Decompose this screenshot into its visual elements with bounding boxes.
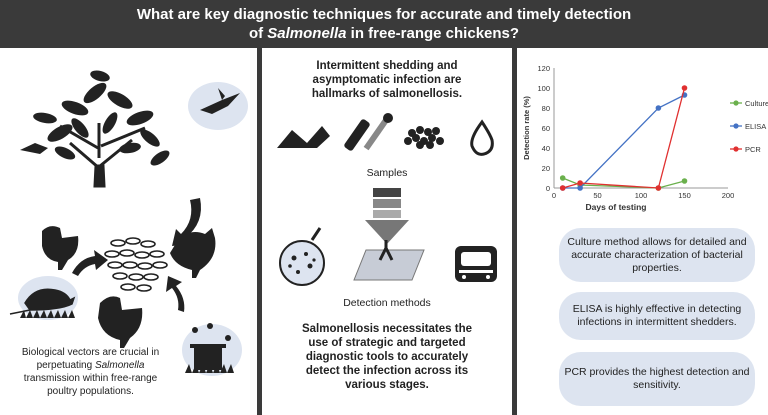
detection-label: Detection methods — [343, 297, 431, 309]
grass-icon — [185, 364, 234, 373]
intro-line: asymptomatic infection are — [312, 74, 462, 86]
title-suffix: in free-range chickens? — [346, 25, 520, 42]
arrow-icon — [172, 198, 201, 246]
conclusion-text: Salmonellosis necessitates the use of st… — [262, 322, 512, 392]
x-tick-label: 150 — [678, 191, 691, 200]
caption-line: transmission within free-range — [23, 373, 158, 384]
culture-summary: Culture method allows for detailed and a… — [559, 228, 755, 282]
tree-canopy-icon — [33, 70, 170, 166]
legend-label: ELISA — [745, 122, 766, 131]
data-point-pcr — [681, 85, 688, 91]
vectors-caption: Biological vectors are crucial in perpet… — [8, 346, 173, 398]
caption-line: perpetuating Salmonella — [8, 359, 173, 372]
divider — [512, 48, 517, 415]
arrow-icon — [166, 276, 185, 312]
feed-pellets-icon — [404, 126, 444, 149]
x-tick-label: 0 — [552, 191, 556, 200]
vectors-illustration — [9, 70, 248, 376]
x-tick-label: 50 — [593, 191, 601, 200]
conclusion-line: various stages. — [345, 379, 429, 391]
water-drop-icon — [470, 119, 494, 156]
series-line-pcr — [562, 87, 686, 189]
chicken-icon — [170, 228, 216, 278]
rat-icon — [9, 288, 76, 315]
colonies — [288, 252, 316, 274]
culture-plate-icon — [279, 240, 325, 286]
series-line-culture — [562, 177, 685, 189]
bird-icon — [20, 143, 48, 154]
legend-marker — [733, 123, 739, 129]
divider — [257, 48, 262, 415]
data-point-pcr — [577, 180, 583, 186]
chicken-icon — [42, 226, 79, 270]
y-tick-label: 100 — [537, 84, 550, 93]
title-line-1: What are key diagnostic techniques for a… — [136, 6, 632, 23]
methods-panel: Intermittent shedding and asymptomatic i… — [262, 48, 512, 415]
x-tick-label: 100 — [635, 191, 648, 200]
title-banner: What are key diagnostic techniques for a… — [0, 0, 768, 48]
legend-label: Culture — [745, 99, 768, 108]
feces-icon — [277, 126, 330, 148]
vectors-panel: Biological vectors are crucial in perpet… — [0, 48, 257, 415]
chicken-icon — [98, 296, 143, 348]
caption-italic: Salmonella — [94, 360, 145, 371]
legend-marker — [733, 100, 739, 106]
methods-illustration — [277, 113, 497, 286]
pcr-machine-icon — [455, 246, 497, 282]
title-italic: Salmonella — [267, 25, 347, 42]
bee-icon — [192, 323, 231, 341]
data-point-elisa — [655, 105, 662, 111]
data-point-pcr — [559, 185, 566, 191]
intro-line: Intermittent shedding and — [316, 60, 458, 72]
arrow-icon — [72, 250, 108, 276]
legend-marker — [733, 146, 739, 152]
data-point-culture — [559, 175, 566, 181]
y-tick-label: 80 — [542, 104, 550, 113]
tree-trunk-icon — [59, 123, 146, 188]
swab-icon — [344, 113, 393, 151]
data-point-culture — [681, 178, 688, 184]
y-axis-label: Detection rate (%) — [522, 96, 531, 160]
elisa-summary: ELISA is highly effective in detecting i… — [559, 292, 755, 340]
y-tick-label: 0 — [546, 184, 550, 193]
beehive-roof — [190, 344, 226, 348]
hummingbird-icon — [200, 88, 240, 114]
conclusion-line: diagnostic tools to accurately — [305, 351, 469, 363]
title-line-2: of Salmonella in free-range chickens? — [0, 24, 768, 43]
down-arrow-icon — [365, 188, 409, 244]
grass-icon — [20, 310, 75, 318]
data-point-elisa — [577, 185, 583, 191]
samples-label: Samples — [366, 167, 408, 179]
x-tick-label: 200 — [722, 191, 735, 200]
conclusion-line: use of strategic and targeted — [308, 337, 466, 349]
y-tick-label: 120 — [537, 64, 550, 73]
x-axis-label: Days of testing — [586, 202, 647, 212]
caption-text: perpetuating — [36, 360, 95, 371]
beehive-icon — [194, 346, 222, 370]
pcr-summary: PCR provides the highest detection and s… — [559, 352, 755, 406]
conclusion-line: Salmonellosis necessitates the — [301, 323, 473, 335]
title-prefix: of — [248, 25, 268, 42]
data-point-pcr — [655, 185, 662, 191]
intro-text: Intermittent shedding and asymptomatic i… — [262, 59, 512, 101]
y-tick-label: 40 — [542, 144, 550, 153]
series-line-elisa — [562, 94, 685, 189]
y-tick-label: 60 — [542, 124, 550, 133]
caption-line: Biological vectors are crucial in — [21, 347, 160, 358]
elisa-plate-icon — [353, 240, 425, 281]
caption-line: poultry populations. — [47, 386, 134, 397]
conclusion-line: detect the infection across its — [305, 365, 469, 377]
intro-line: hallmarks of salmonellosis. — [311, 88, 463, 100]
y-tick-label: 20 — [542, 164, 550, 173]
loop-handle — [310, 227, 322, 241]
legend-label: PCR — [745, 145, 761, 154]
bacteria-cluster-icon — [104, 237, 168, 292]
